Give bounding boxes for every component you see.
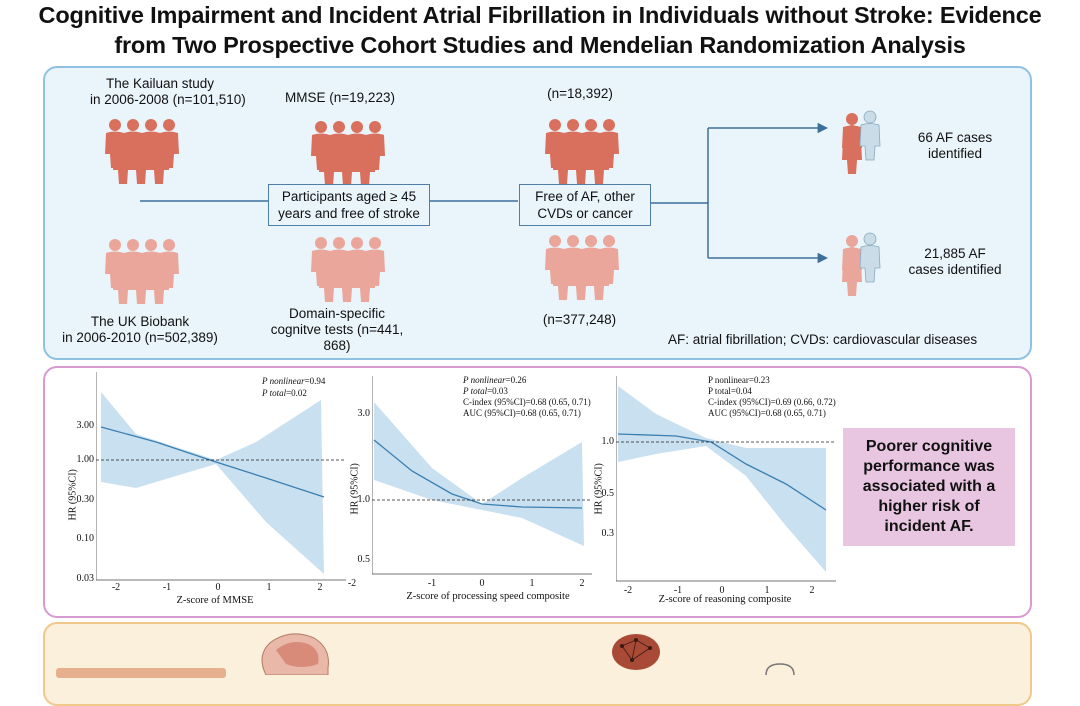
af-cases-ukb-icon xyxy=(842,232,881,296)
plot-mmse-xtick: -2 xyxy=(111,582,121,593)
plot-reasoning-stat-3: C-index (95%CI)=0.69 (0.66, 0.72) xyxy=(708,397,836,407)
plot-mmse-ylabel: HR (95%CI) xyxy=(67,469,79,521)
plot-reasoning-curve xyxy=(617,433,827,511)
plot-processing-speed-stat-1: P nonlinear=0.26 xyxy=(463,375,527,385)
plot-mmse-ci-band xyxy=(101,392,324,574)
brain-network-icon xyxy=(612,634,660,670)
plot-processing-speed-ylabel: HR (95%CI) xyxy=(349,463,361,515)
page-title: Cognitive Impairment and Incident Atrial… xyxy=(0,0,1080,60)
plot-processing-speed-ytick: 0.5 xyxy=(357,554,371,565)
conclusion-text: Poorer cognitive performance was associa… xyxy=(862,438,996,535)
plot-processing-speed-ytick: 1.0 xyxy=(357,494,371,505)
plot-mmse-ytick: 0.10 xyxy=(76,533,95,544)
plot-mmse-ytick: 3.00 xyxy=(76,420,95,431)
plot-reasoning-stat-1: P nonlinear=0.23 xyxy=(708,375,770,385)
plot-mmse-xlabel: Z-score of MMSE xyxy=(176,595,254,606)
conclusion-box: Poorer cognitive performance was associa… xyxy=(843,428,1015,546)
plot-reasoning-ytick: 0.3 xyxy=(601,528,615,539)
plot-reasoning-ci-band xyxy=(618,386,826,572)
plot-reasoning-xlabel: Z-score of reasoning composite xyxy=(658,594,792,605)
title-line-2: from Two Prospective Cohort Studies and … xyxy=(114,32,966,58)
plot-processing-speed-stat-4: AUC (95%CI)=0.68 (0.65, 0.71) xyxy=(463,408,581,418)
plot-mmse-xtick: 2 xyxy=(317,582,323,593)
plot-reasoning-stat-4: AUC (95%CI)=0.68 (0.65, 0.71) xyxy=(708,408,826,418)
kailuan-final-n: (n=18,392) xyxy=(547,86,613,101)
plot-reasoning-stat-2: P total=0.04 xyxy=(708,386,752,396)
plot-reasoning-ytick: 1.0 xyxy=(601,436,615,447)
plot-processing-speed-ytick: 3.0 xyxy=(357,408,371,419)
plot-reasoning-xtick: -1 xyxy=(673,585,683,596)
plot-mmse-stat-2: P total=0.02 xyxy=(262,388,307,398)
flow-connectors xyxy=(140,122,829,264)
plot-mmse-stat-1: P nonlinear=0.94 xyxy=(262,376,326,386)
plot-mmse-xtick: -1 xyxy=(162,582,172,593)
plot-processing-speed-ci-band xyxy=(374,402,584,546)
plot-reasoning-xtick: 0 xyxy=(719,585,725,596)
plot-reasoning xyxy=(616,376,836,582)
plot-mmse-xtick: 0 xyxy=(215,582,221,593)
plot-processing-speed-stat-3: C-index (95%CI)=0.68 (0.65, 0.71) xyxy=(463,397,591,407)
head-profile-icon xyxy=(261,633,329,675)
title-line-1: Cognitive Impairment and Incident Atrial… xyxy=(38,2,1042,28)
abbreviation-legend: AF: atrial fibrillation; CVDs: cardiovas… xyxy=(668,332,978,347)
mmse-label: MMSE (n=19,223) xyxy=(285,90,395,105)
plot-mmse-curve xyxy=(100,426,325,498)
plot-reasoning-ytick: 0.5 xyxy=(601,488,615,499)
plot-reasoning-xtick: 1 xyxy=(764,585,770,596)
plot-processing-speed xyxy=(372,376,592,575)
plot-processing-speed-xtick: 1 xyxy=(529,578,535,589)
af-cases-kailuan-icon xyxy=(842,110,881,174)
mendelian-randomization-panel xyxy=(43,622,1032,706)
plot-mmse-ytick: 0.30 xyxy=(76,494,95,505)
plot-processing-speed-xtick: 0 xyxy=(479,578,485,589)
plot-processing-speed-xtick: -1 xyxy=(427,578,437,589)
mr-header-tag xyxy=(56,668,226,678)
plot-mmse xyxy=(96,372,346,581)
plot-reasoning-ylabel: HR (95%CI) xyxy=(593,463,605,515)
plot-processing-speed-xlabel: Z-score of processing speed composite xyxy=(406,591,570,602)
plot-mmse-xtick: 1 xyxy=(266,582,272,593)
plot-reasoning-xtick: 2 xyxy=(809,585,815,596)
plot-reasoning-xtick: -2 xyxy=(623,585,633,596)
plot-processing-speed-stat-2: P total=0.03 xyxy=(463,386,508,396)
plot-processing-speed-curve xyxy=(373,439,583,509)
plot-processing-speed-xtick: 2 xyxy=(579,578,585,589)
plot-processing-speed-xtick: -2 xyxy=(347,578,357,589)
ukb-final-n: (n=377,248) xyxy=(542,312,617,327)
plot-mmse-ytick: 1.00 xyxy=(76,454,95,465)
plot-mmse-ytick: 0.03 xyxy=(76,573,95,584)
heart-icon-partial xyxy=(765,663,795,675)
